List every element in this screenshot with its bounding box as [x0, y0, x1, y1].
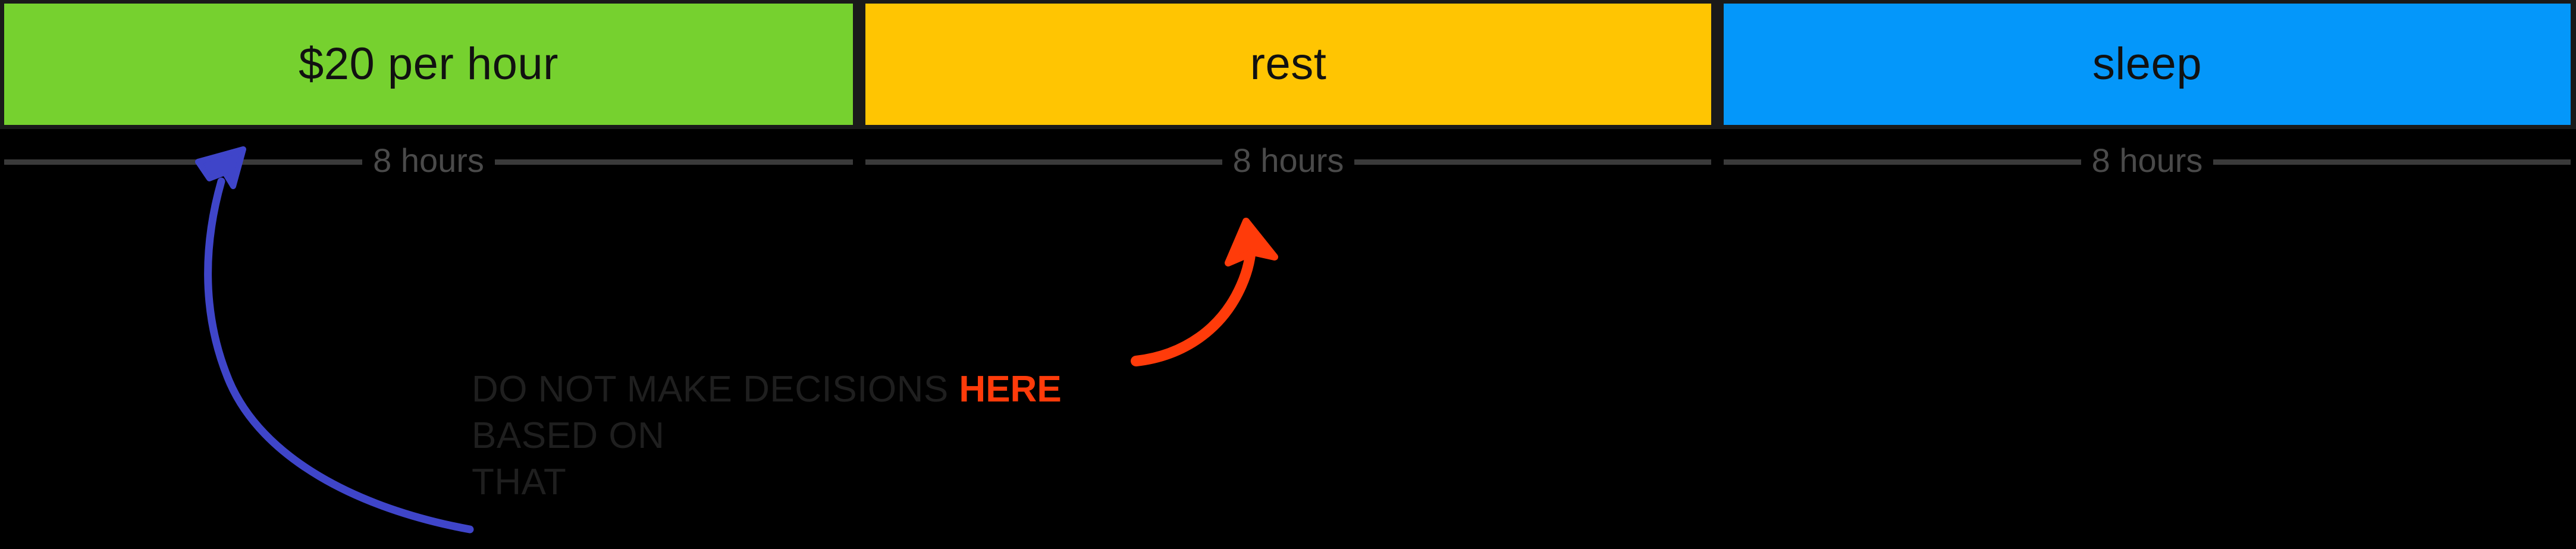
timeline-segment-rest[interactable]: rest — [865, 4, 1711, 125]
ruler-line-left — [1724, 159, 2081, 165]
ruler-line-right — [2213, 159, 2571, 165]
red-curved-arrow — [1131, 218, 1278, 366]
caption-line-1-prefix: DO NOT MAKE DECISIONS — [472, 369, 959, 410]
caption-block: DO NOT MAKE DECISIONS HERE BASED ON THAT — [472, 366, 1661, 506]
timeline-segment-sleep[interactable]: sleep — [1724, 4, 2571, 125]
timeline-segment-work-label: $20 per hour — [299, 39, 559, 89]
timeline-segment-sleep-label: sleep — [2092, 39, 2202, 89]
duration-label-rest: 8 hours — [1232, 142, 1344, 179]
timeline-segment-work[interactable]: $20 per hour — [4, 4, 853, 125]
duration-ruler-work: 8 hours — [4, 129, 854, 194]
caption-line-2: BASED ON — [472, 415, 665, 456]
ruler-line-right — [1354, 159, 1712, 165]
ruler-line-left — [4, 159, 363, 165]
ruler-line-right — [494, 159, 854, 165]
blue-curved-arrow — [195, 146, 474, 534]
ruler-line-left — [865, 159, 1222, 165]
duration-label-work: 8 hours — [373, 142, 484, 179]
red-arrow-shaft — [1131, 228, 1257, 366]
duration-ruler-sleep: 8 hours — [1724, 129, 2571, 194]
timeline-segment-rest-label: rest — [1250, 39, 1327, 89]
caption-line-3: THAT — [472, 462, 567, 503]
duration-label-sleep: 8 hours — [2091, 142, 2203, 179]
caption-line-1: DO NOT MAKE DECISIONS HERE — [472, 366, 1661, 413]
red-arrow-head — [1225, 218, 1278, 266]
blue-arrow-shaft — [204, 177, 474, 534]
caption-emphasis-here: HERE — [959, 369, 1062, 410]
duration-ruler-row: 8 hours 8 hours 8 hours — [0, 129, 2576, 194]
duration-ruler-rest: 8 hours — [865, 129, 1712, 194]
